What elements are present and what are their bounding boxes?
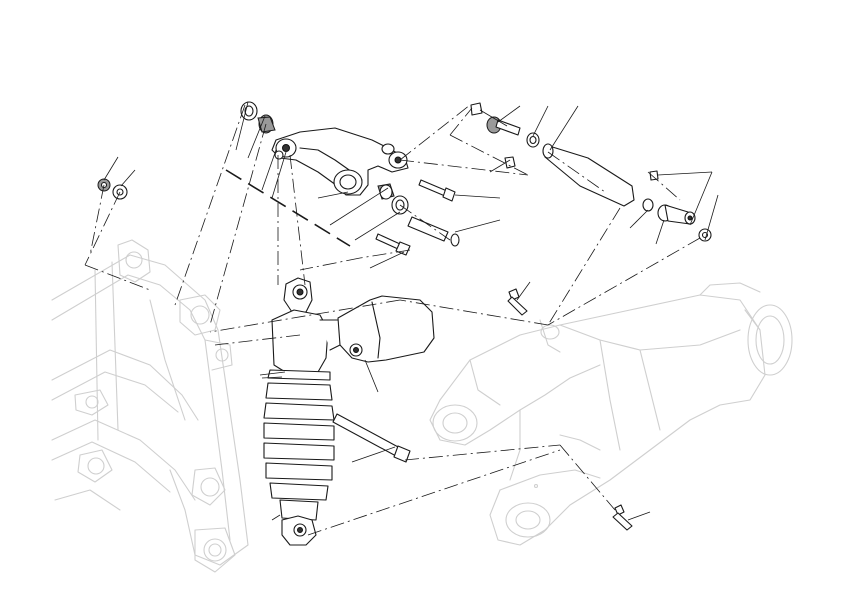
swingarm-bolt-bottom [612, 504, 633, 531]
shock-absorber [263, 277, 435, 546]
tie-rod [470, 102, 712, 242]
rocker-right-parts [377, 183, 409, 215]
swingarm-bolt-top [507, 288, 528, 316]
section-line [225, 169, 351, 247]
washer-left-stack [97, 178, 128, 200]
rocker-left-parts [240, 101, 284, 160]
shock-bolt [332, 413, 411, 463]
rocker-arm [271, 127, 409, 196]
assembly-lines [84, 104, 701, 536]
swingarm [429, 282, 793, 546]
frame [51, 239, 249, 573]
rocker-bolts [375, 179, 460, 256]
leader-lines [103, 101, 719, 521]
